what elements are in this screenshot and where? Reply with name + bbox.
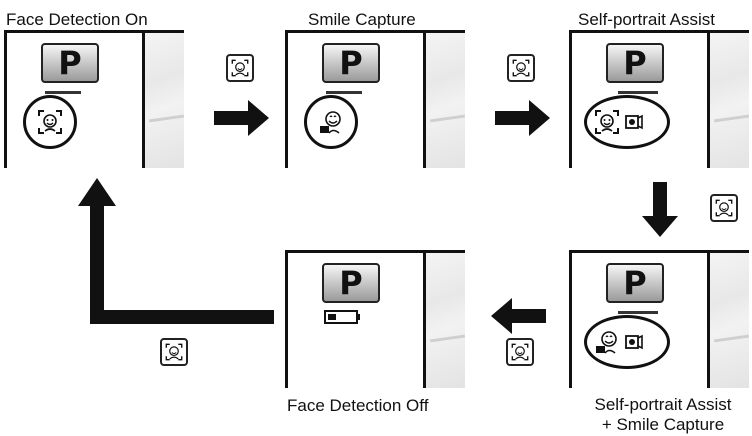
face-detection-button-icon [710,194,738,222]
screen-smile-capture: P [285,30,465,168]
indicator-bar [326,91,362,94]
highlight-ring [584,95,670,149]
face-detection-button-icon [506,338,534,366]
arrow-down-icon [642,182,678,237]
highlight-ring [23,95,77,149]
program-mode-icon: P [606,263,664,303]
face-detection-icon [38,110,62,134]
label-smile-capture: Smile Capture [308,10,416,29]
indicator-bar [45,91,81,94]
label-plus-smile-capture: + Smile Capture [601,415,725,434]
highlight-ring [304,95,358,149]
program-mode-icon: P [322,263,380,303]
face-detection-button-icon [507,54,535,82]
label-face-detection-off: Face Detection Off [287,396,429,415]
arrow-left-icon [491,298,546,334]
screen-self-portrait-assist: P [569,30,749,168]
screen-self-portrait-assist-smile: P [569,250,749,388]
face-detection-button-icon [160,338,188,366]
program-mode-icon: P [41,43,99,83]
battery-icon [324,310,360,324]
highlight-ring [584,315,670,369]
label-self-portrait-assist: Self-portrait Assist [578,10,715,29]
arrow-right-icon [495,100,550,136]
program-mode-icon: P [606,43,664,83]
indicator-bar [618,311,658,314]
screen-face-detection-off: P [285,250,465,388]
program-mode-icon: P [322,43,380,83]
self-portrait-icon [625,114,643,130]
face-detection-icon [595,110,619,134]
smile-capture-icon [596,331,617,354]
screen-face-detection-on: P [4,30,184,168]
self-portrait-icon [625,334,643,350]
indicator-bar [618,91,658,94]
label-face-detection-on: Face Detection On [6,10,148,29]
arrow-return-icon [78,178,274,324]
label-self-portrait-assist-combo: Self-portrait Assist [594,395,732,414]
face-detection-button-icon [226,54,254,82]
arrow-right-icon [214,100,269,136]
smile-capture-icon [320,111,341,134]
